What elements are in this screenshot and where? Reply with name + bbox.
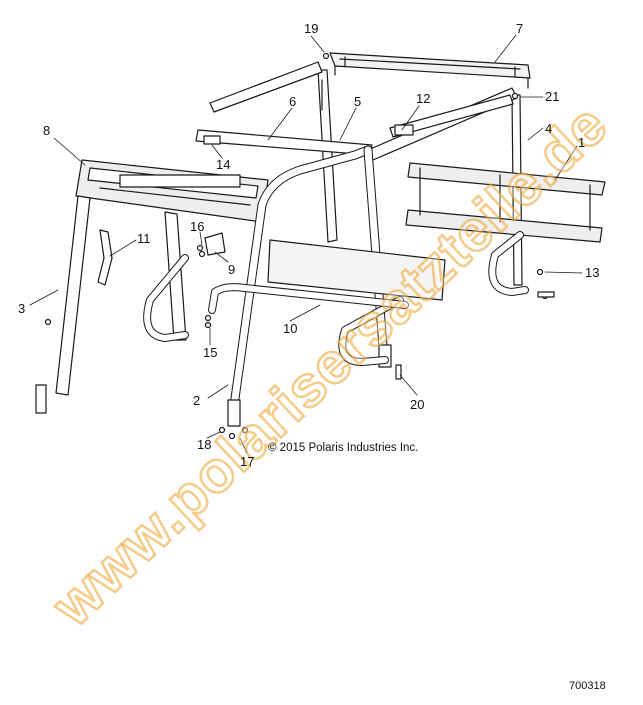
callout-9: 9: [228, 262, 236, 277]
callout-16: 16: [190, 219, 205, 234]
copyright-notice: © 2015 Polaris Industries Inc.: [268, 442, 419, 454]
front-left-post: [35, 195, 187, 414]
callout-6: 6: [289, 94, 297, 109]
callout-11: 11: [137, 231, 151, 246]
callout-4: 4: [545, 121, 553, 136]
callout-20: 20: [410, 397, 425, 412]
plate-9: [204, 232, 226, 256]
roof-tubes: [195, 61, 518, 161]
callout-5: 5: [354, 94, 362, 109]
callout-15: 15: [203, 345, 218, 360]
leader-lines: [29, 34, 583, 454]
callout-18: 18: [197, 437, 212, 452]
fasteners: [44, 52, 555, 440]
rear-top-frame: [329, 52, 531, 89]
callout-21: 21: [545, 89, 560, 104]
callout-3: 3: [18, 301, 26, 316]
callout-14: 14: [216, 157, 231, 172]
side-rail-brackets: [267, 162, 606, 301]
figure-number: 700318: [569, 680, 606, 692]
callout-17: 17: [240, 454, 255, 469]
callout-7: 7: [516, 21, 524, 36]
lower-cross-bar: [208, 283, 409, 314]
callout-2: 2: [193, 393, 201, 408]
callout-12: 12: [416, 91, 431, 106]
callout-10: 10: [283, 321, 298, 336]
callout-1: 1: [578, 135, 586, 150]
bracket-11: [97, 229, 113, 286]
callout-8: 8: [43, 123, 51, 138]
lower-hoops: [143, 231, 529, 366]
callout-19: 19: [304, 21, 319, 36]
callout-13: 13: [585, 265, 600, 280]
